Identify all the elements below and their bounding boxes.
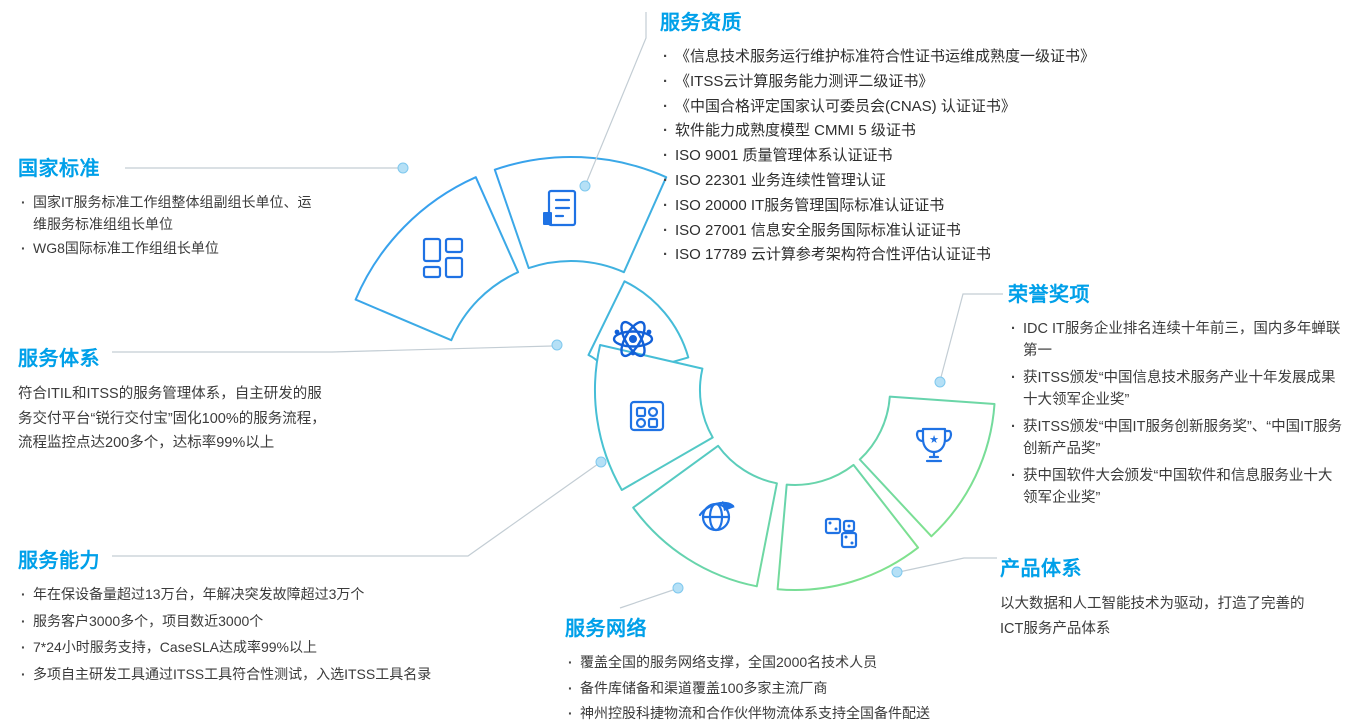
list-item: ISO 27001 信息安全服务国际标准认证证书 — [660, 220, 1190, 243]
segment-product-system — [776, 463, 920, 591]
national-standards-list: 国家IT服务标准工作组整体组副组长单位、运维服务标准组组长单位 WG8国际标准工… — [18, 192, 318, 260]
svg-text:★: ★ — [929, 434, 939, 446]
trophy-icon: ★ — [915, 427, 953, 463]
section-title-service-capability: 服务能力 — [18, 550, 100, 572]
list-item: 获中国软件大会颁发“中国软件和信息服务业十大领军企业奖” — [1008, 465, 1342, 510]
segment-qualifications — [493, 155, 668, 274]
section-title-service-system: 服务体系 — [18, 348, 100, 370]
apps-grid-icon — [629, 400, 665, 432]
list-item: 备件库储备和渠道覆盖100多家主流厂商 — [565, 678, 1015, 700]
connector-dot — [672, 582, 684, 594]
section-national-standards: 国家标准 国家IT服务标准工作组整体组副组长单位、运维服务标准组组长单位 WG8… — [18, 152, 318, 263]
list-item: 《中国合格评定国家认可委员会(CNAS) 认证证书》 — [660, 96, 1190, 119]
segment-national-standards — [354, 176, 520, 342]
list-item: 覆盖全国的服务网络支撑，全国2000名技术人员 — [565, 652, 1015, 674]
list-item: 《ITSS云计算服务能力测评二级证书》 — [660, 71, 1190, 94]
section-title-product-system: 产品体系 — [1000, 558, 1082, 580]
connector-dot — [579, 180, 591, 192]
list-item: 获ITSS颁发“中国信息技术服务产业十年发展成果十大领军企业奖” — [1008, 367, 1342, 412]
list-item: 神州控股科捷物流和合作伙伴物流体系支持全国备件配送 — [565, 703, 1015, 721]
segment-service-capability — [593, 344, 714, 491]
section-service-system: 服务体系 符合ITIL和ITSS的服务管理体系，自主研发的服务交付平台“锐行交付… — [18, 342, 330, 456]
list-item: 多项自主研发工具通过ITSS工具符合性测试，入选ITSS工具名录 — [18, 664, 518, 686]
connector-service-network — [619, 588, 677, 609]
section-service-capability: 服务能力 年在保设备量超过13万台，年解决突发故障超过3万个 服务客户3000多… — [18, 544, 518, 691]
globe-icon — [698, 501, 735, 532]
connector-service-capability — [112, 463, 599, 557]
atom-icon — [612, 320, 654, 358]
section-product-system: 产品体系 以大数据和人工智能技术为驱动，打造了完善的ICT服务产品体系 — [1000, 552, 1320, 641]
list-item: 7*24小时服务支持，CaseSLA达成率99%以上 — [18, 637, 518, 659]
document-icon — [543, 189, 577, 227]
connector-dot — [891, 566, 903, 578]
connector-dots — [397, 162, 946, 594]
list-item: 服务客户3000多个，项目数近3000个 — [18, 611, 518, 633]
section-body-service-system: 符合ITIL和ITSS的服务管理体系，自主研发的服务交付平台“锐行交付宝”固化1… — [18, 386, 326, 452]
segment-honors-awards — [858, 395, 996, 538]
service-qualifications-list: 《信息技术服务运行维护标准符合性证书运维成熟度一级证书》 《ITSS云计算服务能… — [660, 46, 1190, 267]
grid-icon — [422, 237, 464, 279]
section-body-product-system: 以大数据和人工智能技术为驱动，打造了完善的ICT服务产品体系 — [1000, 596, 1305, 637]
service-network-list: 覆盖全国的服务网络支撑，全国2000名技术人员 备件库储备和渠道覆盖100多家主… — [565, 652, 1015, 721]
list-item: 《信息技术服务运行维护标准符合性证书运维成熟度一级证书》 — [660, 46, 1190, 69]
list-item: 年在保设备量超过13万台，年解决突发故障超过3万个 — [18, 584, 518, 606]
connector-lines — [112, 12, 1003, 609]
connector-qualifications — [584, 12, 647, 187]
segment-icons: ★ — [422, 189, 953, 549]
cubes-icon — [824, 517, 858, 549]
section-service-network: 服务网络 覆盖全国的服务网络支撑，全国2000名技术人员 备件库储备和渠道覆盖1… — [565, 612, 1015, 721]
honors-awards-list: IDC IT服务企业排名连续十年前三，国内多年蝉联第一 获ITSS颁发“中国信息… — [1008, 318, 1342, 510]
connector-product-system — [898, 557, 997, 573]
section-honors-awards: 荣誉奖项 IDC IT服务企业排名连续十年前三，国内多年蝉联第一 获ITSS颁发… — [1008, 278, 1342, 514]
list-item: ISO 20000 IT服务管理国际标准认证证书 — [660, 195, 1190, 218]
list-item: WG8国际标准工作组组长单位 — [18, 238, 318, 260]
list-item: ISO 9001 质量管理体系认证证书 — [660, 145, 1190, 168]
service-capability-list: 年在保设备量超过13万台，年解决突发故障超过3万个 服务客户3000多个，项目数… — [18, 584, 518, 686]
connector-honors-awards — [939, 293, 1003, 382]
section-title-national-standards: 国家标准 — [18, 158, 100, 180]
connector-dot — [551, 339, 563, 351]
connector-dot — [595, 456, 607, 468]
connector-service-system — [112, 345, 553, 353]
section-service-qualifications: 服务资质 《信息技术服务运行维护标准符合性证书运维成熟度一级证书》 《ITSS云… — [660, 6, 1190, 269]
connector-dot — [934, 376, 946, 388]
list-item: 国家IT服务标准工作组整体组副组长单位、运维服务标准组组长单位 — [18, 192, 318, 235]
section-title-service-network: 服务网络 — [565, 618, 647, 640]
connector-dot — [397, 162, 409, 174]
list-item: ISO 17789 云计算参考架构符合性评估认证证书 — [660, 244, 1190, 267]
list-item: ISO 22301 业务连续性管理认证 — [660, 170, 1190, 193]
section-title-honors-awards: 荣誉奖项 — [1008, 284, 1090, 306]
list-item: IDC IT服务企业排名连续十年前三，国内多年蝉联第一 — [1008, 318, 1342, 363]
section-title-service-qualifications: 服务资质 — [660, 12, 742, 34]
list-item: 软件能力成熟度模型 CMMI 5 级证书 — [660, 120, 1190, 143]
list-item: 获ITSS颁发“中国IT服务创新服务奖”、“中国IT服务创新产品奖” — [1008, 416, 1342, 461]
